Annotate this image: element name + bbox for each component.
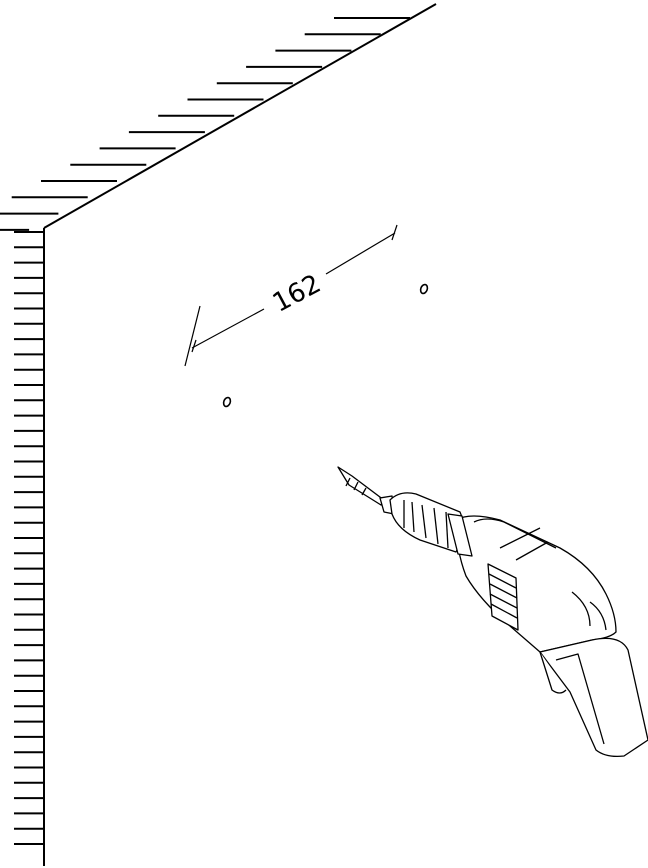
wall-hatching-left	[14, 231, 44, 845]
wall-hatching-top	[0, 17, 410, 231]
wall-corner-icon	[0, 3, 437, 866]
dimension-line	[184, 224, 398, 367]
dimension-label: 162	[268, 269, 326, 319]
hole-mark-icon	[222, 283, 429, 408]
drill-icon	[337, 466, 648, 758]
